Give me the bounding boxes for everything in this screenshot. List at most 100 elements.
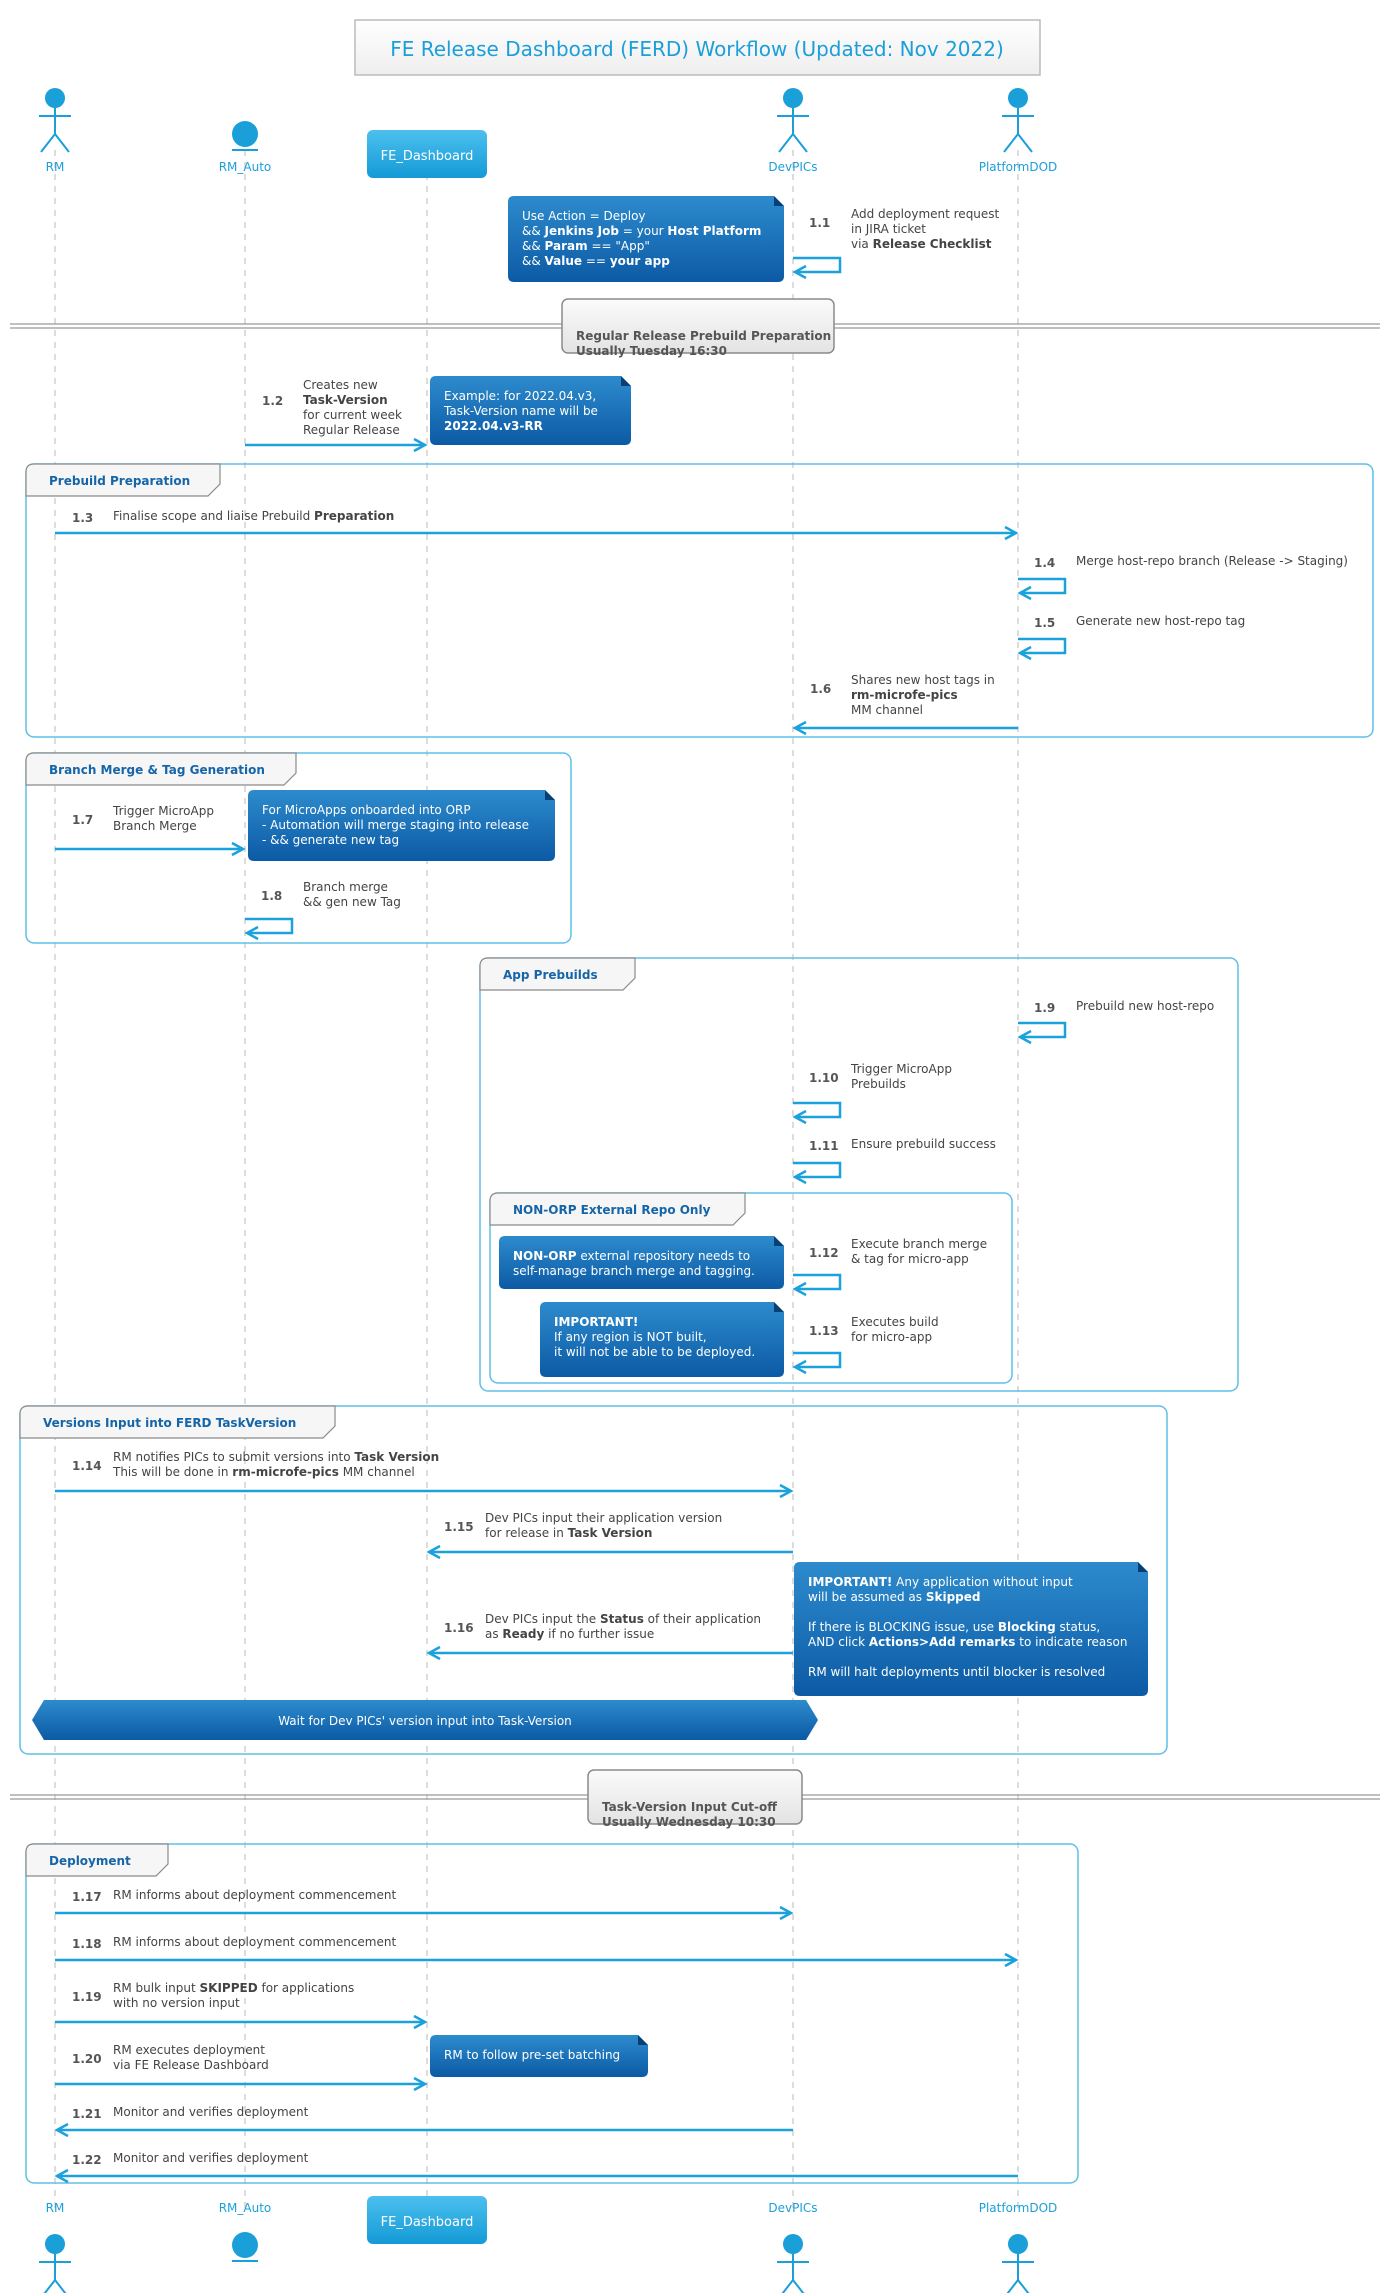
- text-segment: Execute branch merge: [851, 1237, 987, 1251]
- note-n1: Use Action = Deploy&& Jenkins Job = your…: [508, 196, 784, 282]
- text-segment: Prebuild new host-repo: [1076, 999, 1214, 1013]
- text-segment: for release in: [485, 1526, 568, 1540]
- message-label: & tag for micro-app: [851, 1252, 969, 1266]
- title-box: [354, 19, 1041, 76]
- text-segment: Jenkins Job: [544, 224, 620, 238]
- text-segment: external repository needs to: [577, 1249, 751, 1263]
- participant-label: RM: [46, 160, 65, 174]
- message-label: for release in Task Version: [485, 1526, 652, 1540]
- text-segment: SKIPPED: [200, 1981, 258, 1995]
- message-label: as Ready if no further issue: [485, 1627, 654, 1641]
- message-label: Creates new: [303, 378, 378, 392]
- arrowhead: [1017, 1029, 1032, 1045]
- message-label: RM informs about deployment commencement: [113, 1935, 396, 1949]
- message-label: Finalise scope and liaise Prebuild Prepa…: [113, 509, 394, 523]
- text-segment: Use Action = Deploy: [522, 209, 646, 223]
- message-number: 1.14: [72, 1459, 102, 1473]
- text-segment: IMPORTANT!: [554, 1315, 638, 1329]
- text-segment: If any region is NOT built,: [554, 1330, 707, 1344]
- text-segment: Generate new host-repo tag: [1076, 614, 1245, 628]
- text-segment: MM channel: [851, 703, 923, 717]
- divider-label: Usually Tuesday 16:30: [576, 344, 727, 358]
- participant-platformdod: PlatformDOD: [979, 2201, 1057, 2293]
- group-g4: NON-ORP External Repo Only: [489, 1192, 1013, 1384]
- text-segment: Task-Version: [303, 393, 388, 407]
- note-fold: [545, 790, 555, 800]
- message-label: Dev PICs input the Status of their appli…: [485, 1612, 761, 1626]
- message-label: RM informs about deployment commencement: [113, 1888, 396, 1902]
- note-text: && Value == your app: [522, 254, 670, 268]
- note-text: RM to follow pre-set batching: [444, 2048, 620, 2062]
- note-fold: [774, 1302, 784, 1312]
- text-segment: Blocking: [998, 1620, 1056, 1634]
- message-number: 1.4: [1034, 556, 1055, 570]
- text-segment: Dev PICs input the: [485, 1612, 600, 1626]
- divider-box: [587, 1769, 803, 1825]
- message-number: 1.19: [72, 1990, 102, 2004]
- text-segment: Skipped: [926, 1590, 981, 1604]
- actor-head-icon: [783, 2234, 803, 2254]
- message-label: Prebuilds: [851, 1077, 906, 1091]
- divider-d1: Regular Release Prebuild PreparationUsua…: [10, 298, 1380, 358]
- note-text: RM will halt deployments until blocker i…: [808, 1665, 1105, 1679]
- message-label: Regular Release: [303, 423, 400, 437]
- participant-box: [367, 130, 487, 178]
- actor-head-icon: [45, 88, 65, 108]
- text-segment: your app: [610, 254, 670, 268]
- message-label: via Release Checklist: [851, 237, 992, 251]
- text-segment: RM informs about deployment commencement: [113, 1935, 396, 1949]
- text-segment: if no further issue: [544, 1627, 654, 1641]
- text-segment: &&: [522, 254, 545, 268]
- note-n4: NON-ORP external repository needs toself…: [499, 1236, 784, 1289]
- note-text: If any region is NOT built,: [554, 1330, 707, 1344]
- note-fold: [1138, 1562, 1148, 1572]
- note-text: IMPORTANT! Any application without input: [808, 1575, 1073, 1589]
- message-1-5: 1.5 Generate new host-repo tag: [1017, 614, 1245, 661]
- actor-leg-icon: [1017, 133, 1033, 153]
- text-segment: for current week: [303, 408, 402, 422]
- actor-leg-icon: [1006, 2279, 1019, 2293]
- message-label: in JIRA ticket: [851, 222, 926, 236]
- actor-leg-icon: [1003, 133, 1019, 153]
- message-label: with no version input: [113, 1996, 240, 2010]
- text-segment: IMPORTANT!: [808, 1575, 892, 1589]
- wait-hnote: Wait for Dev PICs' version input into Ta…: [32, 1700, 818, 1740]
- participant-rm: RM: [39, 2201, 71, 2293]
- note-text: For MicroApps onboarded into ORP: [262, 803, 471, 817]
- arrowhead: [413, 2014, 428, 2030]
- note-text: IMPORTANT!: [554, 1315, 638, 1329]
- note-n5: IMPORTANT!If any region is NOT built,it …: [540, 1302, 784, 1377]
- text-segment: Add deployment request: [851, 207, 1000, 221]
- message-number: 1.9: [1034, 1001, 1055, 1015]
- participant-label: DevPICs: [768, 160, 817, 174]
- divider-label: Regular Release Prebuild Preparation: [576, 329, 831, 343]
- message-label: Task-Version: [303, 393, 388, 407]
- group-g5: Versions Input into FERD TaskVersion: [19, 1405, 1168, 1755]
- participant-label: RM: [46, 2201, 65, 2215]
- message-label: Shares new host tags in: [851, 673, 995, 687]
- text-segment: Shares new host tags in: [851, 673, 995, 687]
- message-number: 1.1: [809, 216, 830, 230]
- divider-label: Usually Wednesday 10:30: [602, 1815, 776, 1829]
- text-segment: Param: [545, 239, 588, 253]
- text-segment: MM channel: [339, 1465, 415, 1479]
- message-label: Execute branch merge: [851, 1237, 987, 1251]
- message-number: 1.5: [1034, 616, 1055, 630]
- note-text: it will not be able to be deployed.: [554, 1345, 755, 1359]
- message-label: This will be done in rm-microfe-pics MM …: [112, 1465, 415, 1479]
- note-text: && Jenkins Job = your Host Platform: [522, 224, 761, 238]
- arrowhead: [1017, 645, 1032, 661]
- participant-fe-dashboard: FE_Dashboard: [367, 2196, 487, 2244]
- note-text: - Automation will merge staging into rel…: [262, 818, 529, 832]
- note-text: Example: for 2022.04.v3,: [444, 389, 596, 403]
- arrowhead: [1004, 525, 1019, 541]
- arrowhead: [54, 2168, 69, 2184]
- note-box: [499, 1236, 784, 1289]
